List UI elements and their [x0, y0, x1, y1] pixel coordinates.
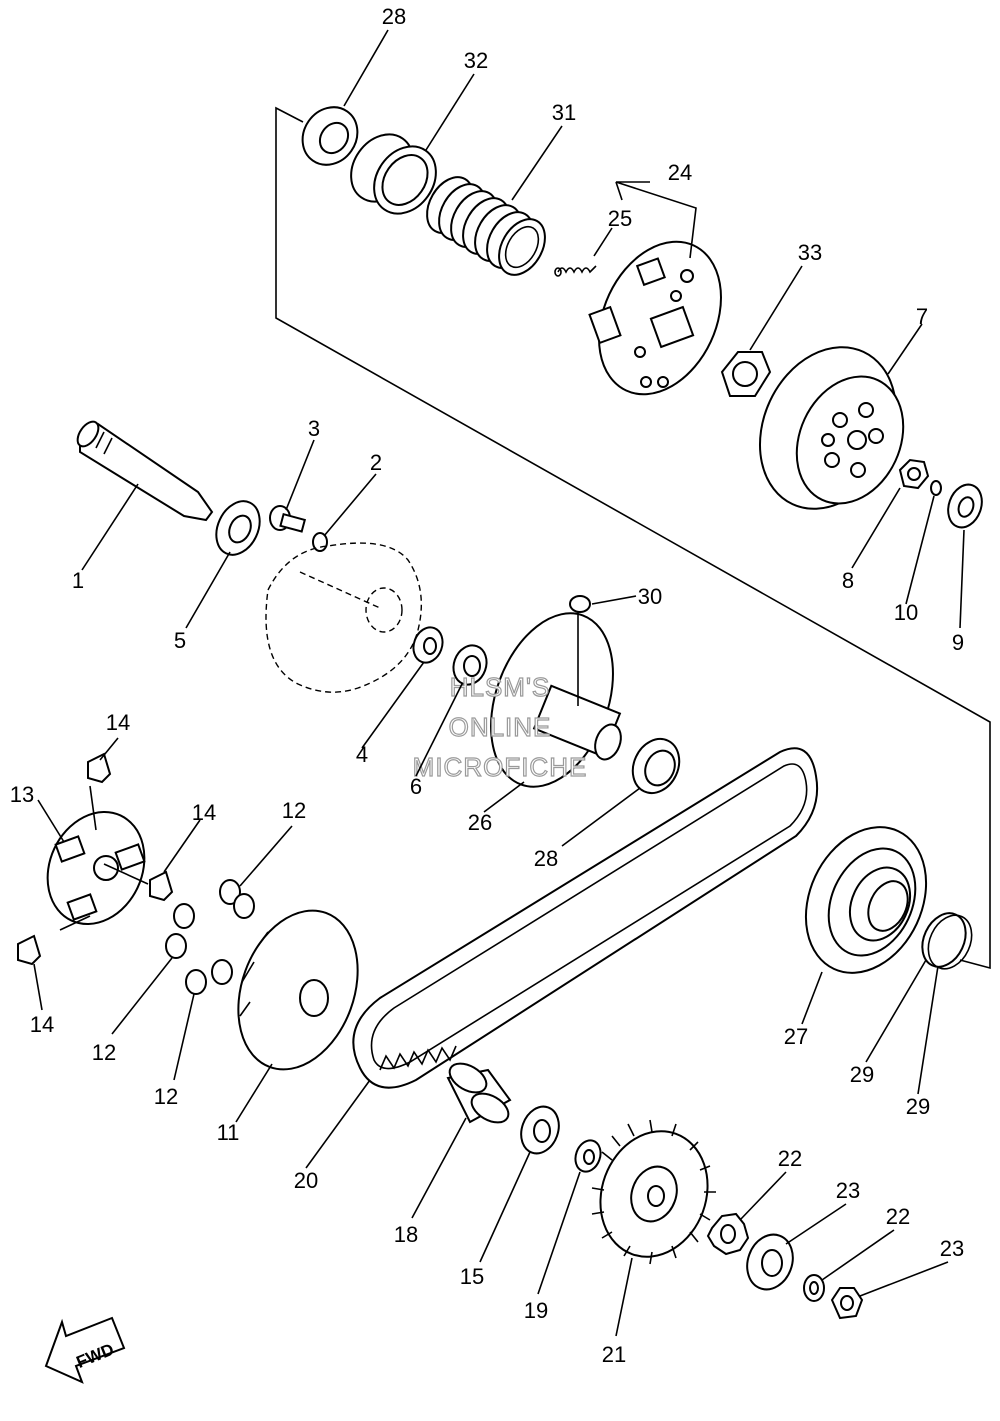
part-cam	[46, 810, 146, 926]
part-primary-fixed-sheave	[591, 1119, 716, 1265]
callout-3: 3	[308, 416, 320, 441]
part-washer-4	[412, 626, 444, 664]
part-clutch-carrier	[588, 240, 722, 396]
forward-arrow-icon: FWD	[44, 1316, 126, 1384]
callout-20: 22	[778, 1146, 802, 1171]
callout-23: 23	[940, 1236, 964, 1261]
watermark: HLSM'S ONLINE MICROFICHE	[412, 671, 588, 782]
callout-24: 24	[668, 160, 692, 185]
callout-26: 26	[468, 810, 492, 835]
part-star-washer	[706, 1212, 750, 1256]
part-washer-15	[520, 1105, 560, 1155]
assembly-frame-lines	[275, 106, 991, 970]
callout-6: 6	[410, 774, 422, 799]
part-washer-6	[452, 644, 488, 686]
callout-numbers: 28 32 31 24 25 33 7 8 10 9 3 2 1 5 4 6 2…	[10, 4, 964, 1367]
part-fixed-sheave	[804, 826, 928, 974]
callout-17: 19	[524, 1298, 548, 1323]
watermark-line3: MICROFICHE	[413, 752, 588, 782]
part-compression-spring	[426, 176, 546, 276]
part-bolt	[269, 505, 307, 533]
part-bearing-5	[215, 500, 261, 556]
part-washer-17	[574, 1139, 602, 1173]
part-slider-top	[87, 752, 112, 784]
callout-5: 5	[174, 628, 186, 653]
part-v-belt	[352, 747, 819, 1089]
part-bearing-8	[898, 458, 930, 490]
crankcase-phantom	[265, 542, 423, 693]
part-one-way-clutch	[746, 1233, 794, 1291]
callout-28-top: 28	[382, 4, 406, 29]
part-clutch-housing	[758, 346, 905, 510]
callout-28-lower: 28	[534, 846, 558, 871]
watermark-line1: HLSM'S	[450, 672, 551, 702]
callout-11: 11	[217, 1120, 240, 1145]
part-o-rings	[921, 912, 973, 970]
callout-32: 32	[464, 48, 488, 73]
callout-14-middle: 14	[192, 800, 216, 825]
part-pin	[569, 595, 591, 613]
callout-13: 13	[10, 782, 34, 807]
part-slider-bottom	[17, 934, 42, 966]
part-oil-seal-lower	[631, 737, 681, 795]
callout-4: 4	[356, 742, 368, 767]
part-collar	[350, 133, 437, 215]
callout-30: 30	[638, 584, 662, 609]
callout-7: 7	[916, 304, 928, 329]
part-slider-middle	[149, 870, 174, 902]
callout-14-bottom: 14	[30, 1012, 54, 1037]
callout-18: 20	[294, 1168, 318, 1193]
part-nut-23	[830, 1287, 864, 1320]
callout-14-top: 14	[106, 710, 130, 735]
part-bearing-9	[947, 483, 983, 529]
callout-25: 25	[608, 206, 632, 231]
callout-31: 31	[552, 100, 576, 125]
callout-33: 33	[798, 240, 822, 265]
part-washer-22	[803, 1274, 825, 1302]
part-clutch-spring	[554, 265, 597, 277]
part-oil-seal-top	[301, 106, 359, 166]
callout-21: 23	[836, 1178, 860, 1203]
part-collar-16	[446, 1062, 512, 1124]
part-movable-sheave	[237, 909, 359, 1071]
callout-12-b: 12	[92, 1040, 116, 1065]
callout-9: 9	[952, 630, 964, 655]
callout-2: 2	[370, 450, 382, 475]
callout-19: 21	[602, 1342, 626, 1367]
callout-22: 22	[886, 1204, 910, 1229]
callout-8: 8	[842, 568, 854, 593]
part-drive-shaft	[76, 420, 214, 522]
callout-15: 15	[460, 1264, 484, 1289]
callout-12-c: 12	[154, 1084, 178, 1109]
part-circlip-10	[930, 480, 942, 496]
callout-29-b: 29	[906, 1094, 930, 1119]
callout-16: 18	[394, 1222, 418, 1247]
callout-1: 1	[72, 568, 84, 593]
callout-10: 10	[894, 600, 918, 625]
part-weights	[165, 879, 255, 995]
callout-27: 27	[784, 1024, 808, 1049]
leader-lines	[33, 29, 965, 1337]
part-nut	[720, 351, 772, 397]
part-secondary-sheave	[490, 612, 622, 788]
callout-12-a: 12	[282, 798, 306, 823]
callout-29-a: 29	[850, 1062, 874, 1087]
watermark-line2: ONLINE	[449, 712, 552, 742]
